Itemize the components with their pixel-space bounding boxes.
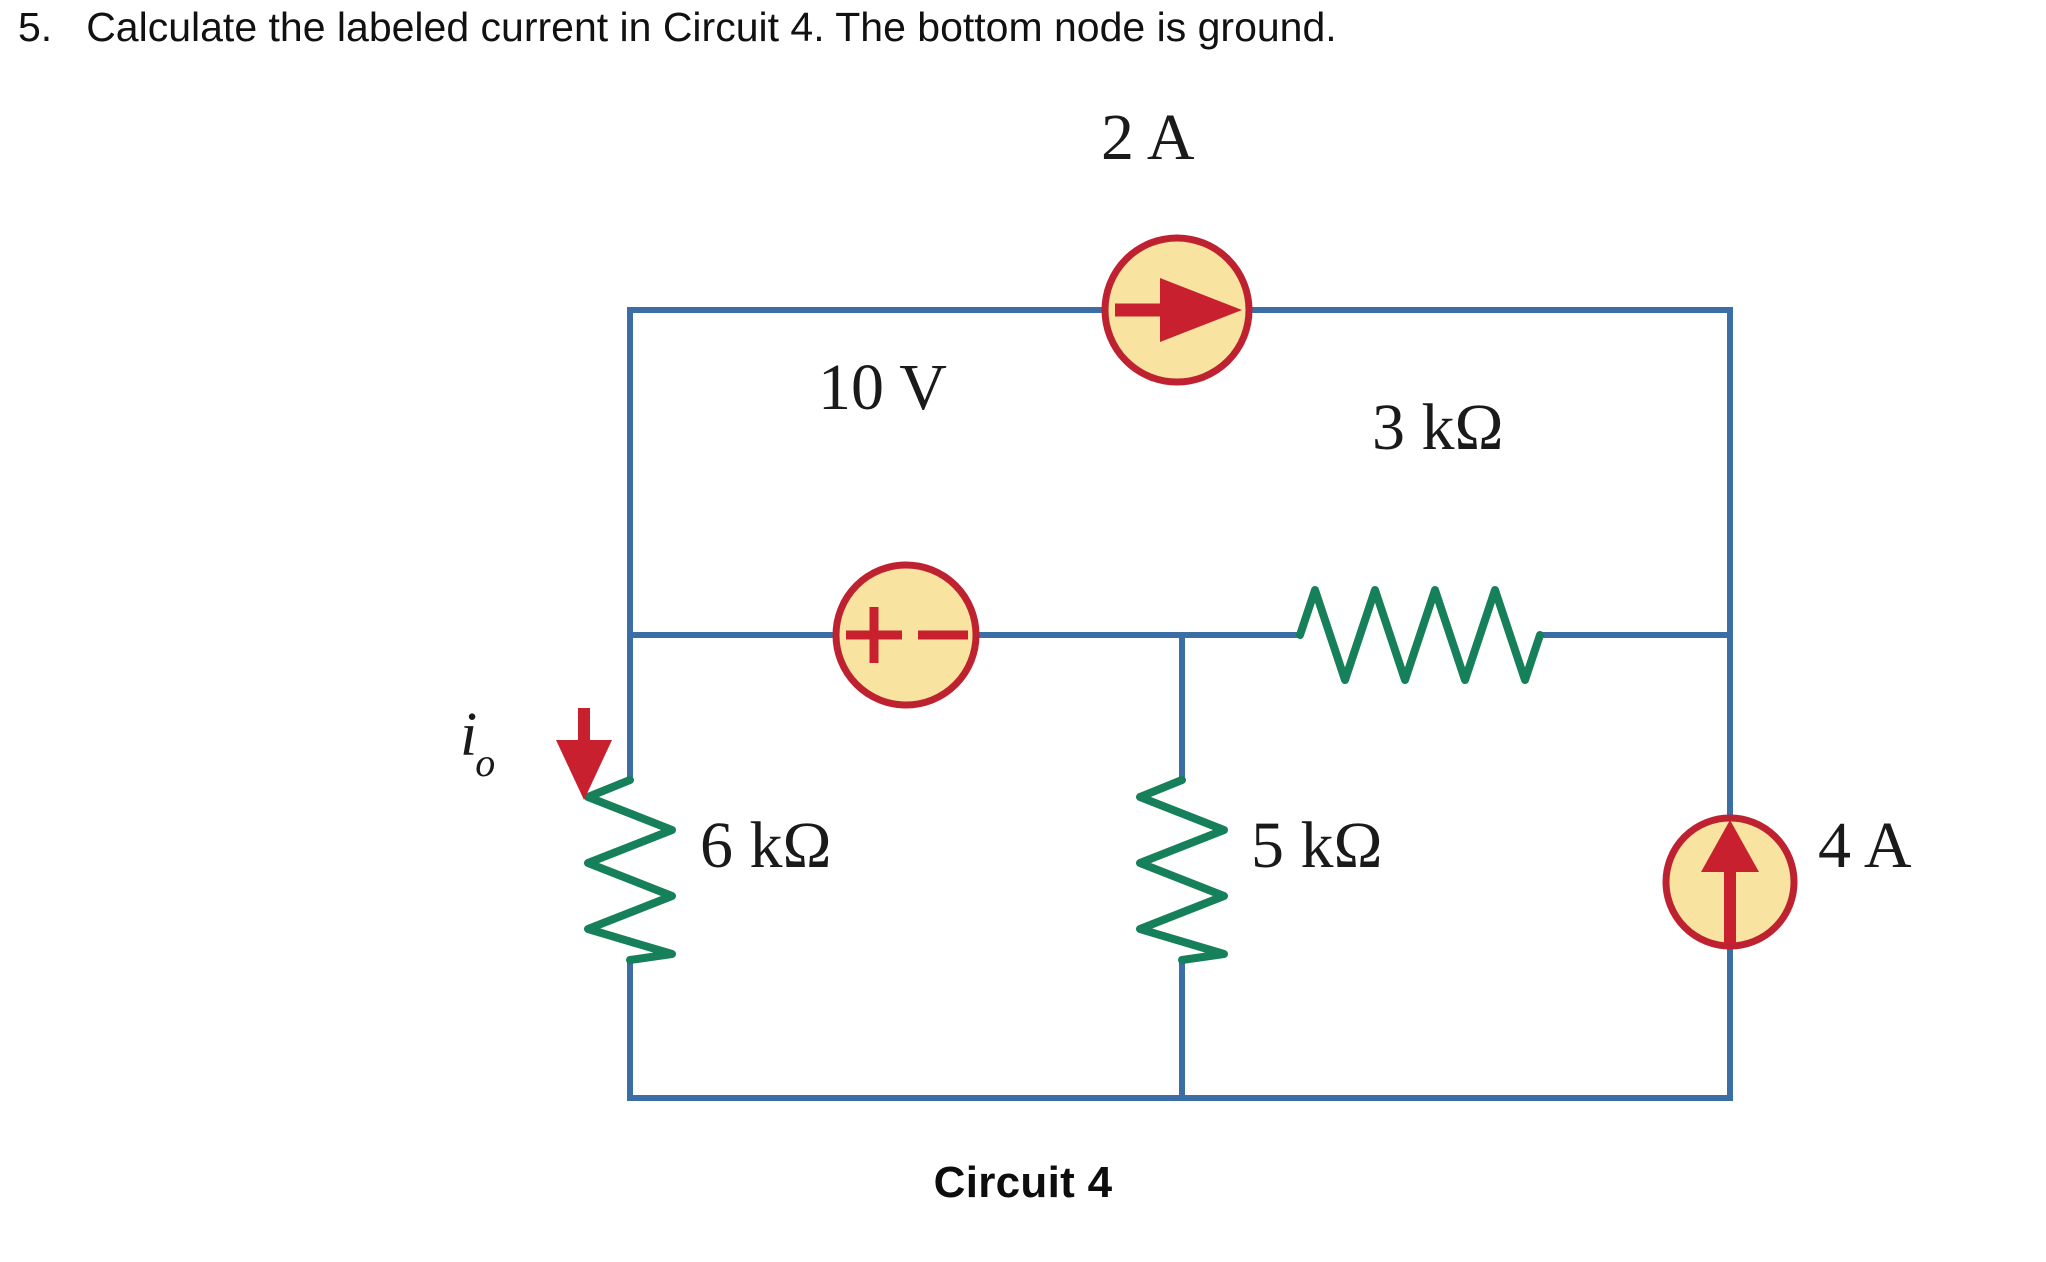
current-io-arrow <box>556 708 612 800</box>
label-6k: 6 kΩ <box>700 809 832 882</box>
question-block: 5. Calculate the labeled current in Circ… <box>18 2 1998 53</box>
current-source-2a-arrow-head <box>1160 278 1242 342</box>
label-10v: 10 V <box>818 351 947 424</box>
current-source-4a-arrow-head <box>1701 820 1759 872</box>
label-5k: 5 kΩ <box>1251 809 1383 882</box>
current-source-4a <box>1662 814 1798 950</box>
figure-caption: Circuit 4 <box>933 1158 1113 1207</box>
voltage-source-10v <box>832 561 980 709</box>
label-3k: 3 kΩ <box>1372 391 1504 464</box>
question-text: Calculate the labeled current in Circuit… <box>86 4 1337 50</box>
label-io-symbol: i <box>460 701 478 769</box>
resistor-6k-zigzag <box>584 776 676 964</box>
label-2a: 2 A <box>1101 101 1195 174</box>
label-4a: 4 A <box>1818 809 1912 882</box>
circuit-schematic-svg <box>556 234 1798 1101</box>
voltage-source-10v-body <box>832 561 980 709</box>
resistor-5k-zigzag <box>1136 776 1228 964</box>
resistor-3k-zigzag <box>1296 586 1544 684</box>
question-number: 5. <box>18 4 53 50</box>
label-io-subscript: o <box>475 740 496 786</box>
current-io-arrow-head <box>556 740 612 800</box>
circuit-diagram: 2 A 10 V 3 kΩ 6 kΩ 5 kΩ 4 A io Circuit 4 <box>0 60 2046 1260</box>
wire-network <box>627 307 1733 1101</box>
label-io-current: io <box>460 700 497 785</box>
current-source-2a <box>1101 234 1253 386</box>
